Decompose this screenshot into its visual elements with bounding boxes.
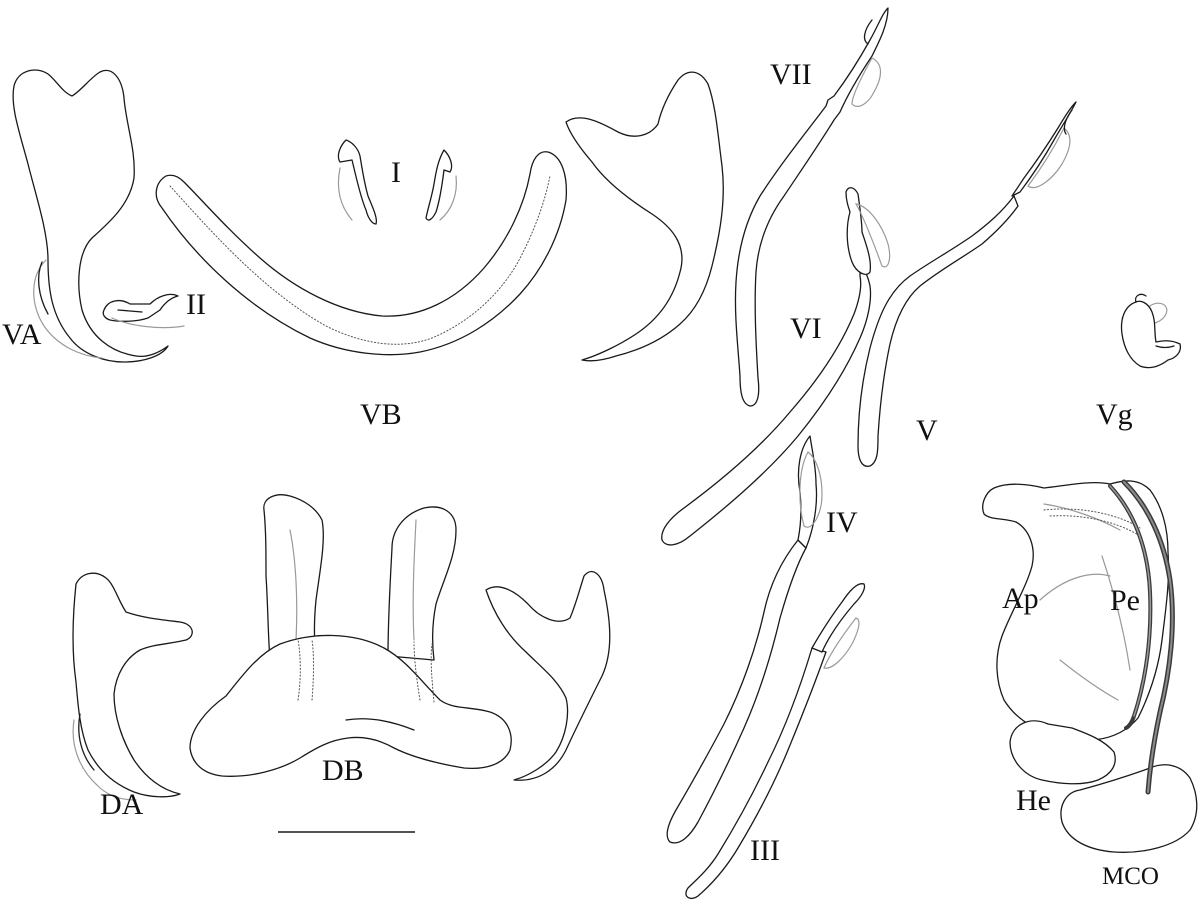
needle-vii [734,7,889,407]
label-vii: VII [770,58,812,91]
male-copulatory-organ [982,479,1198,853]
ventral-anchor-right [565,71,724,362]
label-ap: Ap [1002,582,1039,615]
label-he: He [1016,784,1051,817]
label-vi: VI [790,312,822,345]
label-v: V [916,414,938,447]
label-i: I [391,156,401,189]
ventral-bar [155,151,568,356]
dorsal-anchor-right [485,571,611,781]
needle-vi [661,187,891,546]
needle-iv [666,435,823,844]
label-vb: VB [360,398,402,431]
needle-iii [685,583,866,900]
label-ii: II [186,288,206,321]
label-va: VA [2,318,42,351]
needle-v [857,101,1077,467]
label-da: DA [100,788,144,821]
ventral-anchor [12,69,169,363]
label-pe: Pe [1110,584,1140,617]
label-iv: IV [826,506,858,539]
label-iii: III [750,834,780,867]
vagina-sclerite [1120,293,1182,369]
dorsal-anchor [72,572,193,801]
hooklet-i-left [337,139,378,225]
hooklet-i-right [425,149,457,221]
dorsal-bar [189,494,512,777]
label-mco: MCO [1102,863,1159,890]
hooklet-ii [102,293,185,329]
label-vg: Vg [1096,398,1133,431]
label-db: DB [322,754,364,787]
